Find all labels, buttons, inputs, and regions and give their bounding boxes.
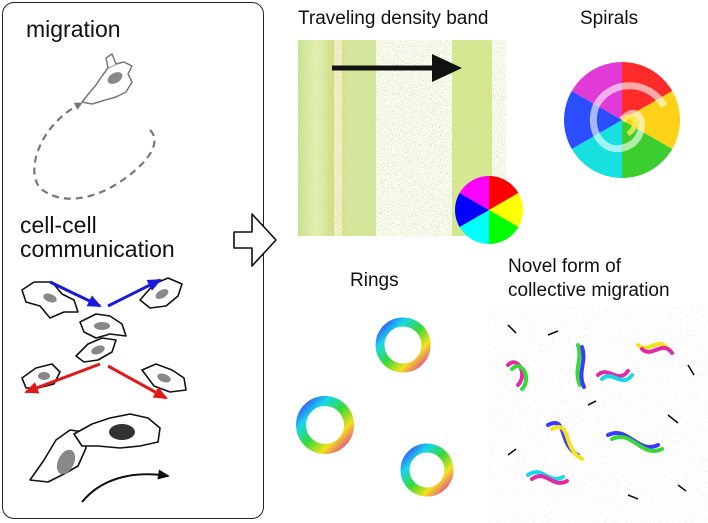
signal-arrow-down-right [107,364,168,400]
outgoing-signal-arrow-up [107,278,162,308]
migrating-cell [81,52,133,105]
traveling-band-panel [298,40,506,236]
transition-arrow [233,213,277,267]
incoming-signal-arrow [49,280,102,308]
ring-left [296,396,354,454]
sender-cell-left [21,281,79,319]
rings-title: Rings [350,270,399,291]
collective-migration-image [488,305,708,523]
traveling-band-image [298,40,506,236]
lower-cell-right [73,413,161,449]
signal-arrow-down-left [24,362,101,394]
migration-label: migration [26,16,121,42]
center-cell-bottom [75,337,117,363]
movement-arrow [81,469,170,503]
novel-title-line1: Novel form of [508,256,621,277]
novel-title-line2: collective migration [508,280,670,301]
center-cell-top [79,313,127,339]
collective-migration-panel [488,305,708,523]
mechanisms-panel [2,2,264,519]
ring-bottom [400,443,454,497]
communication-label-line2: communication [20,236,175,262]
ring-top [375,317,431,373]
communication-label-line1: cell-cell [20,212,97,238]
lower-cell-left [29,429,87,483]
band-title: Traveling density band [298,8,489,29]
spirals-title: Spirals [580,8,639,29]
